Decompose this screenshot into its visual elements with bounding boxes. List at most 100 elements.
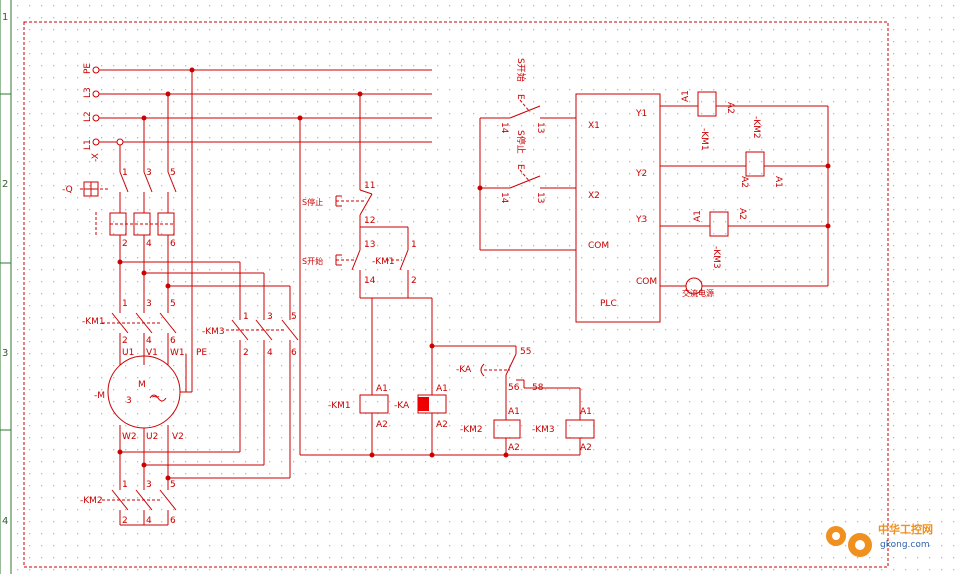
ruler-row-3: 3 — [2, 348, 8, 359]
km1-main-tag: -KM1 — [82, 317, 105, 327]
watermark-cn: 中华工控网 — [878, 522, 933, 536]
plc-input-x1: X1 — [588, 121, 600, 131]
motor-ac-symbol: ~ — [151, 390, 160, 403]
y3-coil-a1: A1 — [693, 210, 703, 222]
plc-start-label: S开始 — [515, 58, 527, 82]
ka-coil-a2: A2 — [436, 420, 448, 430]
dot-grid — [12, 0, 957, 574]
ka-coil-tag: -KA — [394, 401, 410, 411]
hold-contact-2: 2 — [411, 276, 417, 286]
stop-contact-11: 11 — [364, 181, 375, 191]
km3-output-wires — [120, 345, 291, 479]
bus-label-l3: L3 — [83, 87, 93, 98]
bus-bars — [96, 69, 432, 143]
terminal-label-x: -X — [91, 153, 101, 162]
plc-start-13: 13 — [535, 122, 545, 133]
km2-out-2: 2 — [122, 516, 128, 526]
motor-terminal-pe: PE — [196, 348, 207, 358]
plc-stop-label: S停止 — [515, 130, 527, 154]
km1-coil-a2: A2 — [376, 420, 388, 430]
y2-coil-a2: A2 — [739, 176, 749, 188]
km3-coil-a1: A1 — [580, 407, 592, 417]
km3-out-6: 6 — [291, 348, 297, 358]
motor-terminal-w2: W2 — [122, 432, 137, 442]
breaker-in-3: 3 — [146, 168, 152, 178]
plc-output-com: COM — [636, 277, 657, 287]
km3-coil-tag: -KM3 — [532, 425, 555, 435]
plc-wiring — [479, 91, 829, 323]
y2-coil-tag: -KM2 — [751, 116, 761, 139]
plc-start-14: 14 — [499, 122, 509, 134]
breaker-q — [80, 94, 177, 300]
km1-coil-tag: -KM1 — [328, 401, 351, 411]
motor-terminal-u2: U2 — [146, 432, 158, 442]
km3-feed-wires — [120, 261, 291, 320]
breaker-tag: -Q — [62, 185, 73, 195]
junction-dots — [117, 67, 831, 481]
bus-label-pe: PE — [83, 63, 93, 74]
ka-contact-58: 58 — [532, 383, 544, 393]
motor-terminal-v2: V2 — [172, 432, 184, 442]
bus-terminals — [92, 66, 124, 146]
km1-out-4: 4 — [146, 336, 152, 346]
km1-out-6: 6 — [170, 336, 176, 346]
km2-out-4: 4 — [146, 516, 152, 526]
start-contact-14: 14 — [364, 276, 376, 286]
km1-in-3: 3 — [146, 299, 152, 309]
stop-button-label: S停止 — [302, 197, 323, 207]
km3-coil-a2: A2 — [580, 443, 592, 453]
km3-out-4: 4 — [267, 348, 273, 358]
bus-label-l2: L2 — [83, 111, 93, 122]
plc-output-y1: Y1 — [635, 109, 647, 119]
km3-in-3: 3 — [267, 312, 273, 322]
y3-coil-a2: A2 — [737, 208, 747, 220]
km3-main-contacts — [226, 319, 299, 345]
frame-border — [23, 21, 889, 568]
breaker-out-2: 2 — [122, 239, 128, 249]
ka-coil-marker — [418, 397, 429, 411]
motor-terminal-u1: U1 — [122, 348, 134, 358]
gkong-watermark: 中华工控网 gkong.com — [826, 522, 933, 557]
y1-coil-a2: A2 — [725, 102, 735, 114]
start-contact-13: 13 — [364, 240, 375, 250]
hold-contact-tag: -KM1 — [372, 257, 395, 267]
km2-coil-tag: -KM2 — [460, 425, 483, 435]
watermark-url: gkong.com — [880, 540, 930, 550]
km2-in-5: 5 — [170, 480, 176, 490]
ruler-row-1: 1 — [2, 12, 8, 23]
plc-output-y3: Y3 — [635, 215, 647, 225]
km1-in-5: 5 — [170, 299, 176, 309]
km3-in-1: 1 — [243, 312, 249, 322]
control-circuit — [299, 94, 595, 456]
km3-in-5: 5 — [291, 312, 297, 322]
breaker-in-1: 1 — [122, 168, 128, 178]
y1-coil-tag: -KM1 — [699, 128, 709, 151]
plc-stop-e: E — [515, 164, 525, 170]
km2-out-6: 6 — [170, 516, 176, 526]
km2-in-1: 1 — [122, 480, 128, 490]
hold-contact-1: 1 — [411, 240, 417, 250]
plc-start-e: E — [515, 94, 525, 100]
row-ruler — [0, 0, 12, 574]
km1-coil-a1: A1 — [376, 384, 388, 394]
ruler-row-2: 2 — [2, 179, 8, 190]
ka-contact-tag: -KA — [456, 365, 472, 375]
motor-symbol: M — [138, 380, 146, 390]
motor-terminal-w1: W1 — [170, 348, 185, 358]
km3-main-tag: -KM3 — [202, 327, 225, 337]
km3-out-2: 2 — [243, 348, 249, 358]
bus-label-l1: L1 — [83, 139, 93, 150]
km2-coil-a2: A2 — [508, 443, 520, 453]
km1-out-2: 2 — [122, 336, 128, 346]
stop-contact-12: 12 — [364, 216, 375, 226]
breaker-in-5: 5 — [170, 168, 176, 178]
ka-contact-55: 55 — [520, 347, 531, 357]
plc-stop-13: 13 — [535, 192, 545, 203]
y3-coil-tag: -KM3 — [711, 246, 721, 269]
motor-terminal-v1: V1 — [146, 348, 158, 358]
plc-title: PLC — [600, 299, 617, 309]
breaker-out-4: 4 — [146, 239, 152, 249]
plc-input-x2: X2 — [588, 191, 600, 201]
plc-input-com: COM — [588, 241, 609, 251]
breaker-out-6: 6 — [170, 239, 176, 249]
